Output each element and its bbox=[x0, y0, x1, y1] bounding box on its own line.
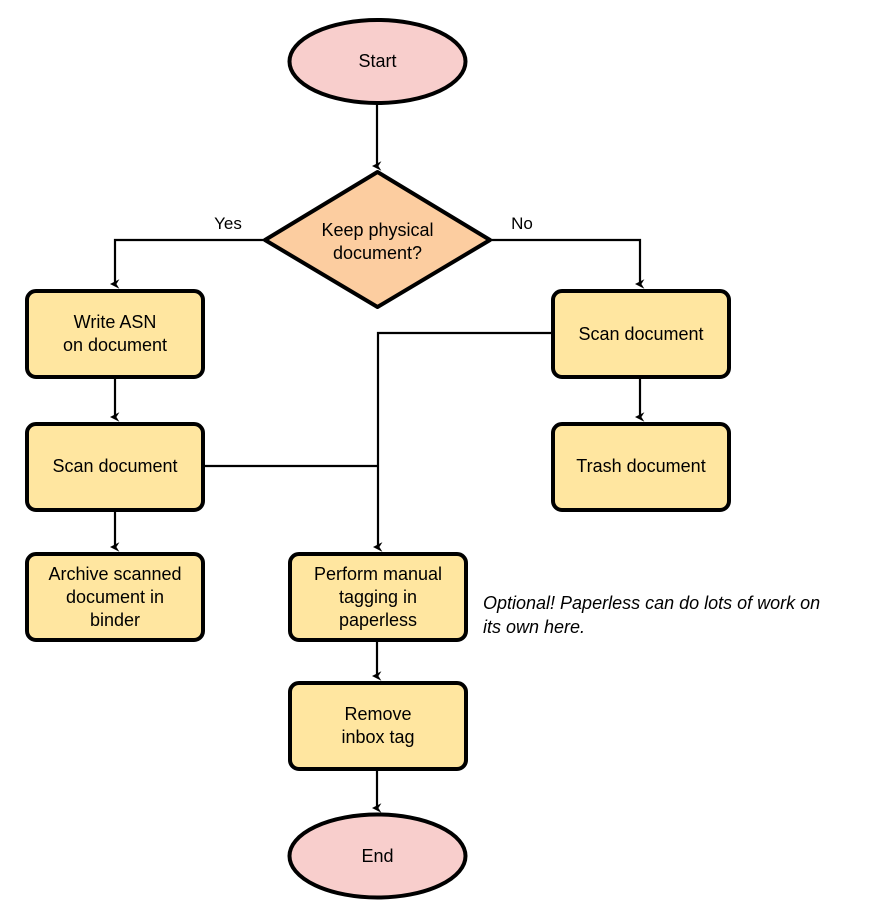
archive-box-shape bbox=[25, 552, 205, 642]
archive-label-line1: Archive scanned bbox=[48, 564, 181, 584]
edge-decision-yes-to-write-asn bbox=[110, 238, 264, 289]
edge-label-no: No bbox=[511, 214, 533, 233]
node-remove-inbox-tag[interactable]: Remove inbox tag bbox=[288, 681, 468, 771]
remove-inbox-label-line1: Remove bbox=[344, 704, 411, 724]
tagging-box-shape bbox=[288, 552, 468, 642]
trash-label: Trash document bbox=[576, 456, 705, 476]
annotation-line1: Optional! Paperless can do lots of work … bbox=[483, 593, 820, 613]
start-ellipse-shape bbox=[287, 18, 468, 105]
scan-right-box-shape bbox=[551, 289, 731, 379]
node-end[interactable]: End bbox=[287, 812, 468, 900]
node-start[interactable]: Start bbox=[287, 18, 468, 105]
decision-label-line1: Keep physical bbox=[321, 220, 433, 240]
archive-label-line3: binder bbox=[90, 610, 140, 630]
node-scan-document-right[interactable]: Scan document bbox=[551, 289, 731, 379]
scan-left-box-shape bbox=[25, 422, 205, 512]
end-ellipse-shape bbox=[287, 812, 468, 900]
node-decision-keep-physical-document[interactable]: Keep physical document? bbox=[263, 170, 492, 309]
archive-label-line2: document in bbox=[66, 587, 164, 607]
end-label: End bbox=[361, 846, 393, 866]
decision-label-line2: document? bbox=[333, 243, 422, 263]
trash-box-shape bbox=[551, 422, 731, 512]
remove-inbox-box-shape bbox=[288, 681, 468, 771]
node-trash-document[interactable]: Trash document bbox=[551, 422, 731, 512]
edge-label-yes: Yes bbox=[214, 214, 242, 233]
annotation-note: Optional! Paperless can do lots of work … bbox=[483, 593, 820, 637]
scan-right-label: Scan document bbox=[578, 324, 703, 344]
start-label: Start bbox=[358, 51, 396, 71]
edge-scan-right-to-tagging bbox=[373, 331, 552, 552]
annotation-line2: its own here. bbox=[483, 617, 585, 637]
node-scan-document-left[interactable]: Scan document bbox=[25, 422, 205, 512]
tagging-label-line3: paperless bbox=[339, 610, 417, 630]
edge-decision-no-to-scan-right bbox=[490, 238, 645, 289]
node-archive-scanned-document[interactable]: Archive scanned document in binder bbox=[25, 552, 205, 642]
write-asn-label-line1: Write ASN bbox=[74, 312, 157, 332]
tagging-label-line1: Perform manual bbox=[314, 564, 442, 584]
node-perform-manual-tagging[interactable]: Perform manual tagging in paperless bbox=[288, 552, 468, 642]
scan-left-label: Scan document bbox=[52, 456, 177, 476]
decision-diamond-shape bbox=[263, 170, 492, 309]
tagging-label-line2: tagging in bbox=[339, 587, 417, 607]
remove-inbox-label-line2: inbox tag bbox=[341, 727, 414, 747]
node-write-asn-on-document[interactable]: Write ASN on document bbox=[25, 289, 205, 379]
write-asn-box-shape bbox=[25, 289, 205, 379]
write-asn-label-line2: on document bbox=[63, 335, 167, 355]
